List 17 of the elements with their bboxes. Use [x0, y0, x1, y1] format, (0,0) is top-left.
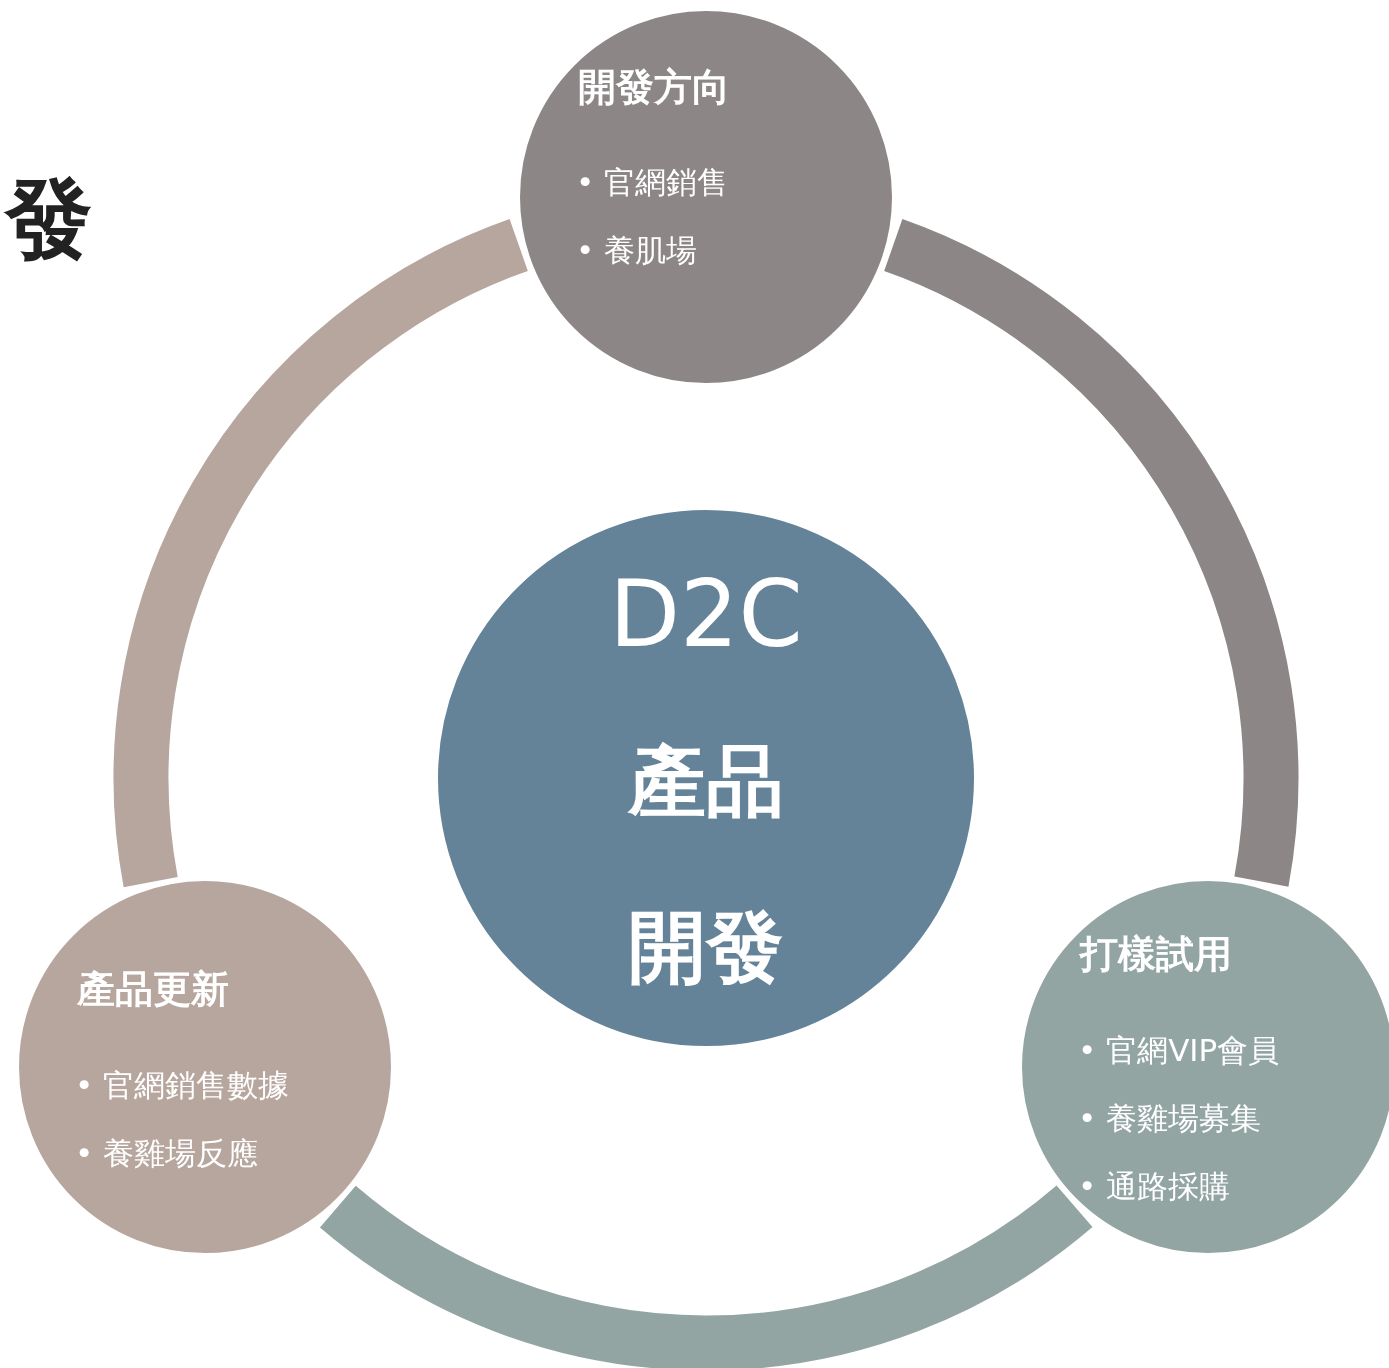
center-title: 開發 — [627, 905, 785, 991]
connector-arc — [321, 1184, 1092, 1368]
bullet-item: • 官網銷售數據 — [75, 1067, 290, 1103]
bullet-item: • 養雞場反應 — [75, 1135, 259, 1171]
cut-off-heading: 發 — [5, 166, 93, 272]
bullet-item: • 養雞場募集 — [1078, 1100, 1262, 1136]
connector-arc — [882, 219, 1298, 885]
bullet-item: • 通路採購 — [1078, 1168, 1231, 1204]
bullet-item: • 官網銷售 — [576, 164, 729, 200]
stage-heading: 打樣試用 — [1080, 934, 1232, 976]
center-title: D2C — [608, 564, 804, 666]
bullet-item: • 養肌場 — [576, 232, 698, 268]
stage-heading: 開發方向 — [578, 67, 730, 109]
center-title: 產品 — [626, 739, 785, 825]
bullet-item: • 官網VIP會員 — [1078, 1032, 1280, 1068]
stage-heading: 產品更新 — [77, 969, 229, 1011]
connector-arc — [114, 219, 530, 886]
